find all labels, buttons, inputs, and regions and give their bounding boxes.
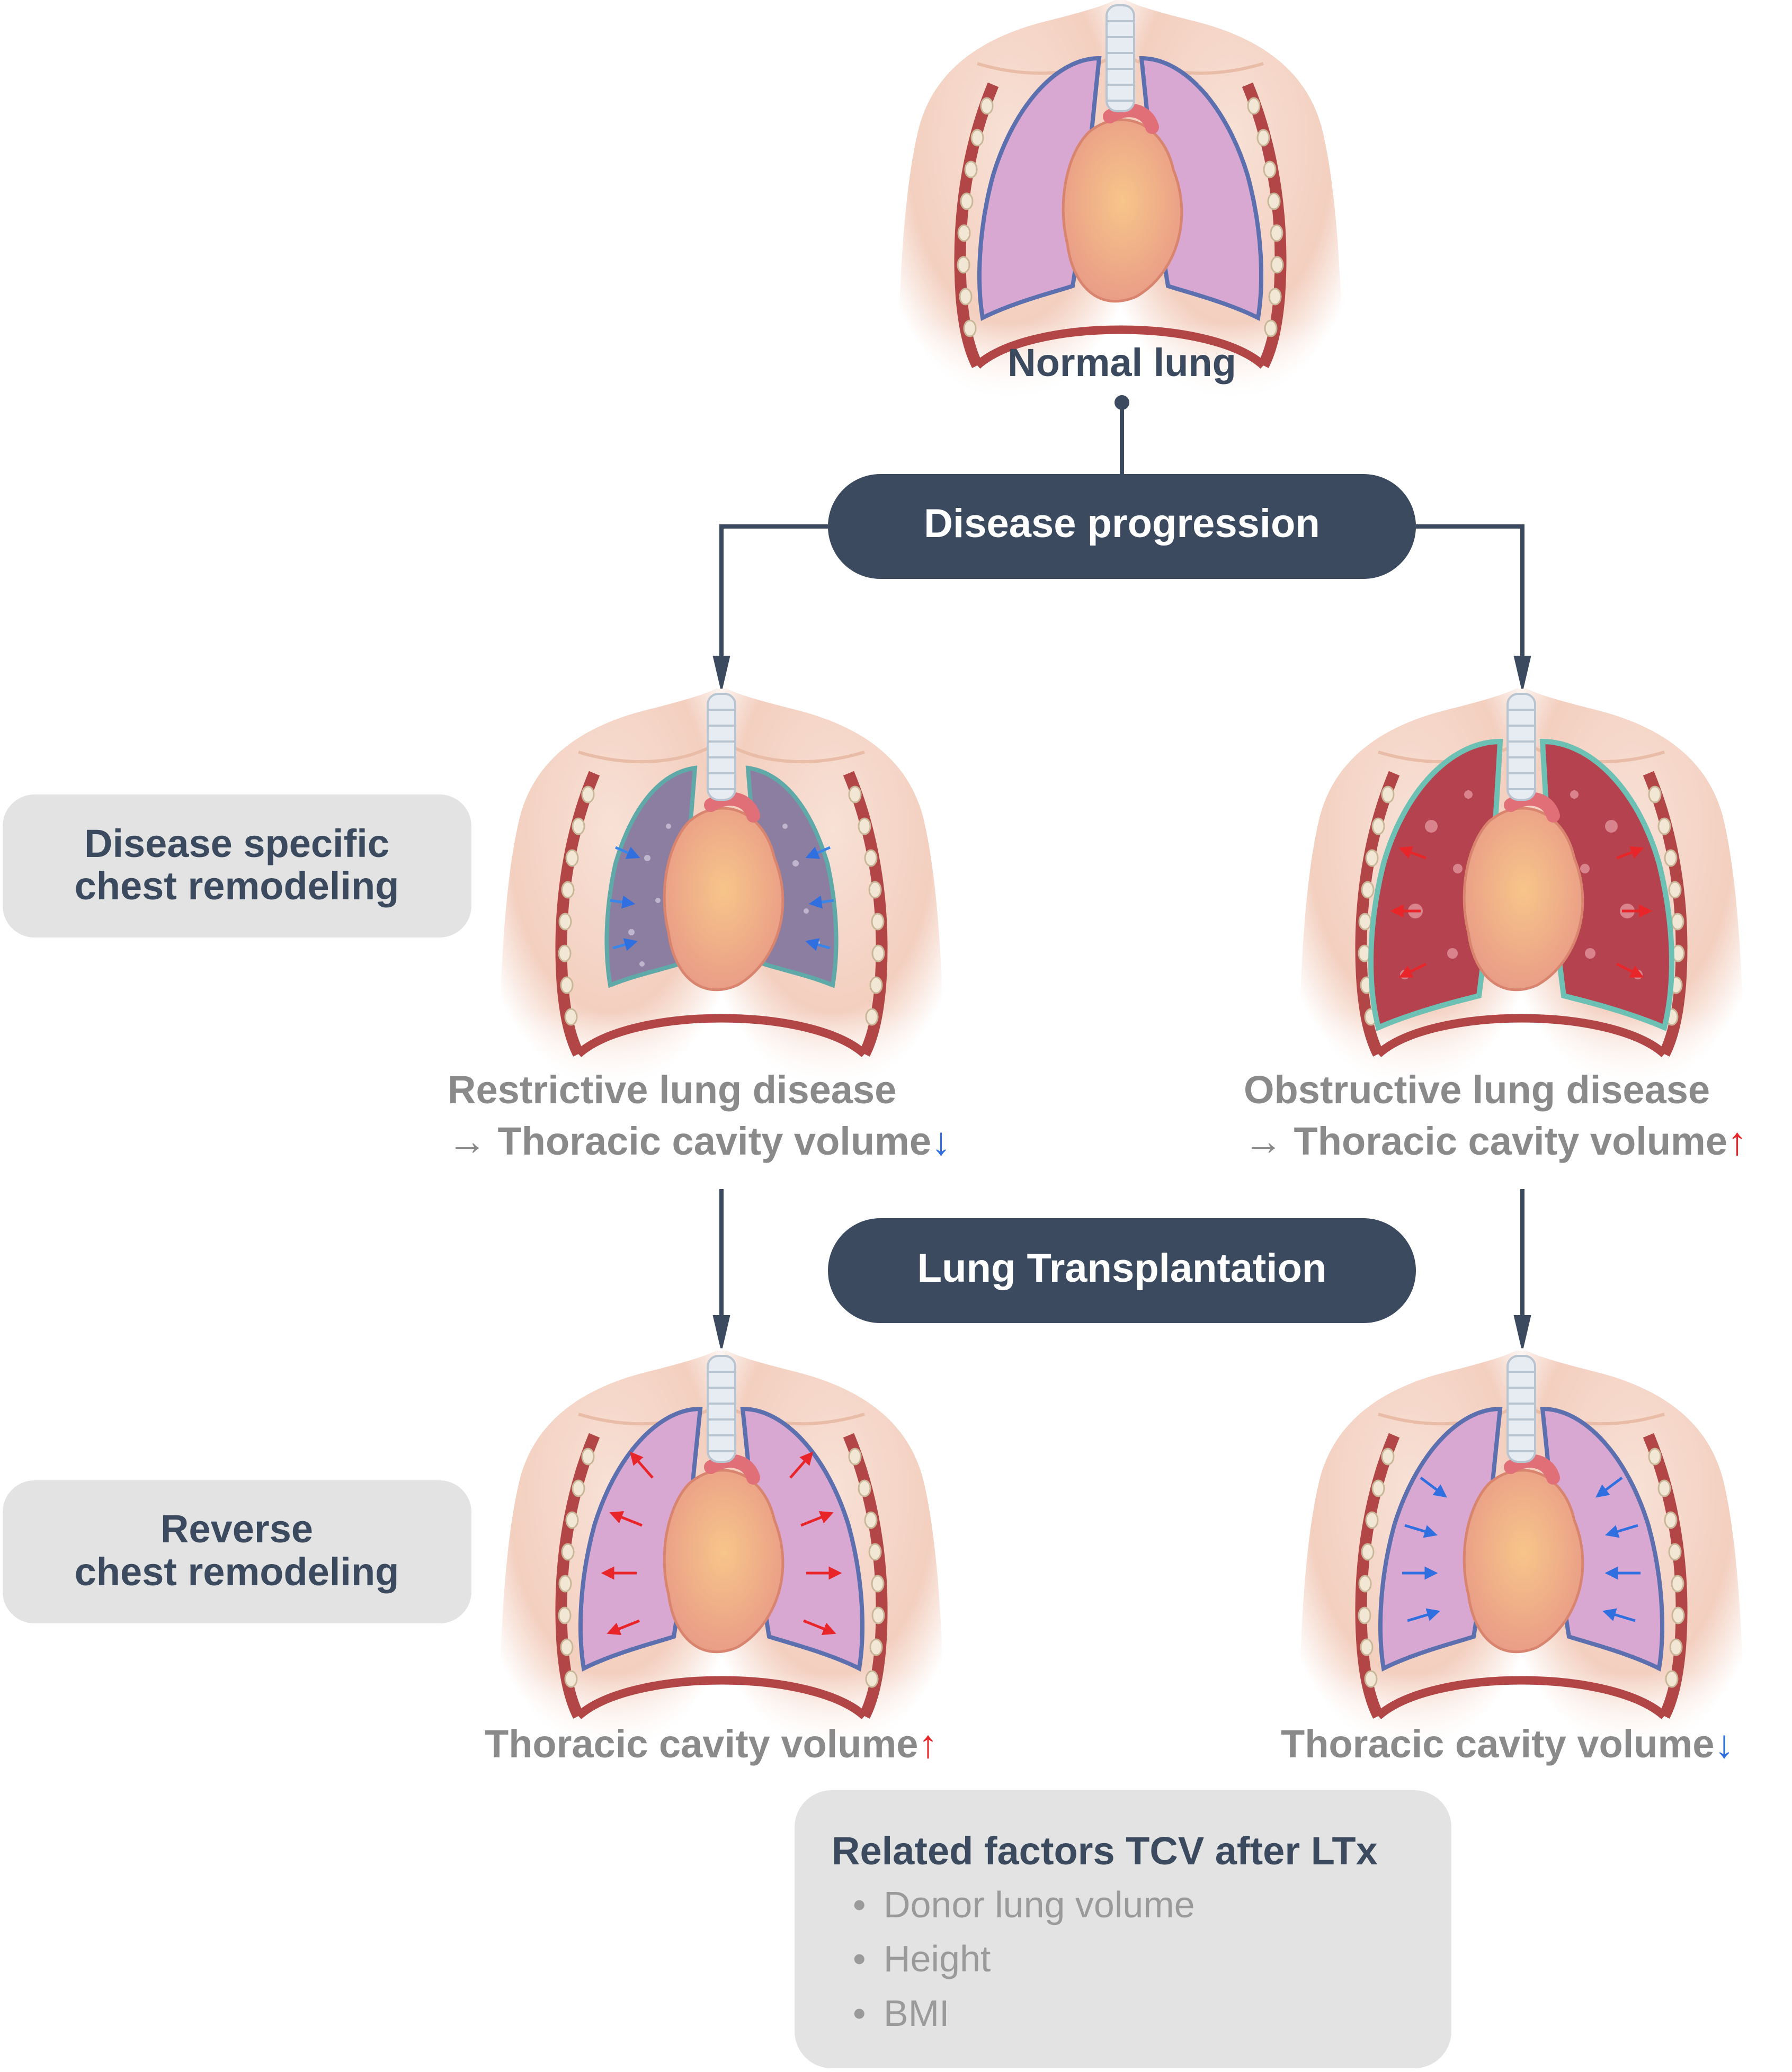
disease-progression-label: Disease progression [924, 501, 1320, 546]
bottom-left-up-arrow: ↑ [918, 1722, 938, 1766]
obstructive-lung-illustration [1299, 689, 1744, 1091]
disease-progression-pill: Disease progression [828, 474, 1416, 579]
related-factors-box: Related factors TCV after LTx • Donor lu… [795, 1790, 1451, 2068]
normal-lung-illustration [898, 0, 1343, 403]
factor-bullet-1: • [853, 1884, 866, 1925]
top-connector [1115, 395, 1129, 474]
factor-item-1: Donor lung volume [884, 1884, 1195, 1925]
obstructive-line2-text: → Thoracic cavity volume [1244, 1119, 1727, 1163]
remodeling-line-2: chest remodeling [75, 864, 399, 908]
branch-arrows [712, 524, 1531, 689]
reverse-line-2: chest remodeling [75, 1550, 399, 1594]
reverse-line-1: Reverse [161, 1507, 313, 1551]
lung-transplantation-pill: Lung Transplantation [828, 1218, 1416, 1323]
restrictive-down-arrow: ↓ [931, 1119, 951, 1163]
bottom-left-label: Thoracic cavity volume↑ [485, 1722, 938, 1766]
obstructive-label-line2: → Thoracic cavity volume↑ [1244, 1119, 1747, 1163]
restrictive-line2-text: → Thoracic cavity volume [448, 1119, 931, 1163]
post-transplant-obstructive-illustration [1299, 1351, 1744, 1753]
obstructive-up-arrow: ↑ [1727, 1119, 1747, 1163]
restrictive-lung-illustration [499, 689, 944, 1091]
bottom-right-down-arrow: ↓ [1714, 1722, 1734, 1766]
factors-list: • Donor lung volume • Height • BMI [853, 1884, 1195, 2034]
post-transplant-restrictive-illustration [499, 1351, 944, 1753]
factor-item-3: BMI [884, 1993, 949, 2034]
bottom-right-text: Thoracic cavity volume [1281, 1722, 1714, 1766]
normal-lung-label: Normal lung [1008, 341, 1236, 385]
bottom-right-label: Thoracic cavity volume↓ [1281, 1722, 1734, 1766]
restrictive-label-line1: Restrictive lung disease [448, 1068, 896, 1112]
restrictive-label-line2: → Thoracic cavity volume↓ [448, 1119, 951, 1163]
factor-bullet-2: • [853, 1938, 866, 1979]
remodeling-line-1: Disease specific [84, 821, 389, 865]
obstructive-label-line1: Obstructive lung disease [1244, 1068, 1710, 1112]
lung-transplantation-label: Lung Transplantation [917, 1246, 1327, 1291]
factor-item-2: Height [884, 1938, 991, 1979]
disease-specific-remodeling-box: Disease specific chest remodeling [3, 794, 471, 937]
transplant-arrows [712, 1189, 1531, 1348]
factor-bullet-3: • [853, 1993, 866, 2034]
factors-title: Related factors TCV after LTx [832, 1829, 1378, 1873]
reverse-remodeling-box: Reverse chest remodeling [3, 1480, 471, 1623]
bottom-left-text: Thoracic cavity volume [485, 1722, 918, 1766]
